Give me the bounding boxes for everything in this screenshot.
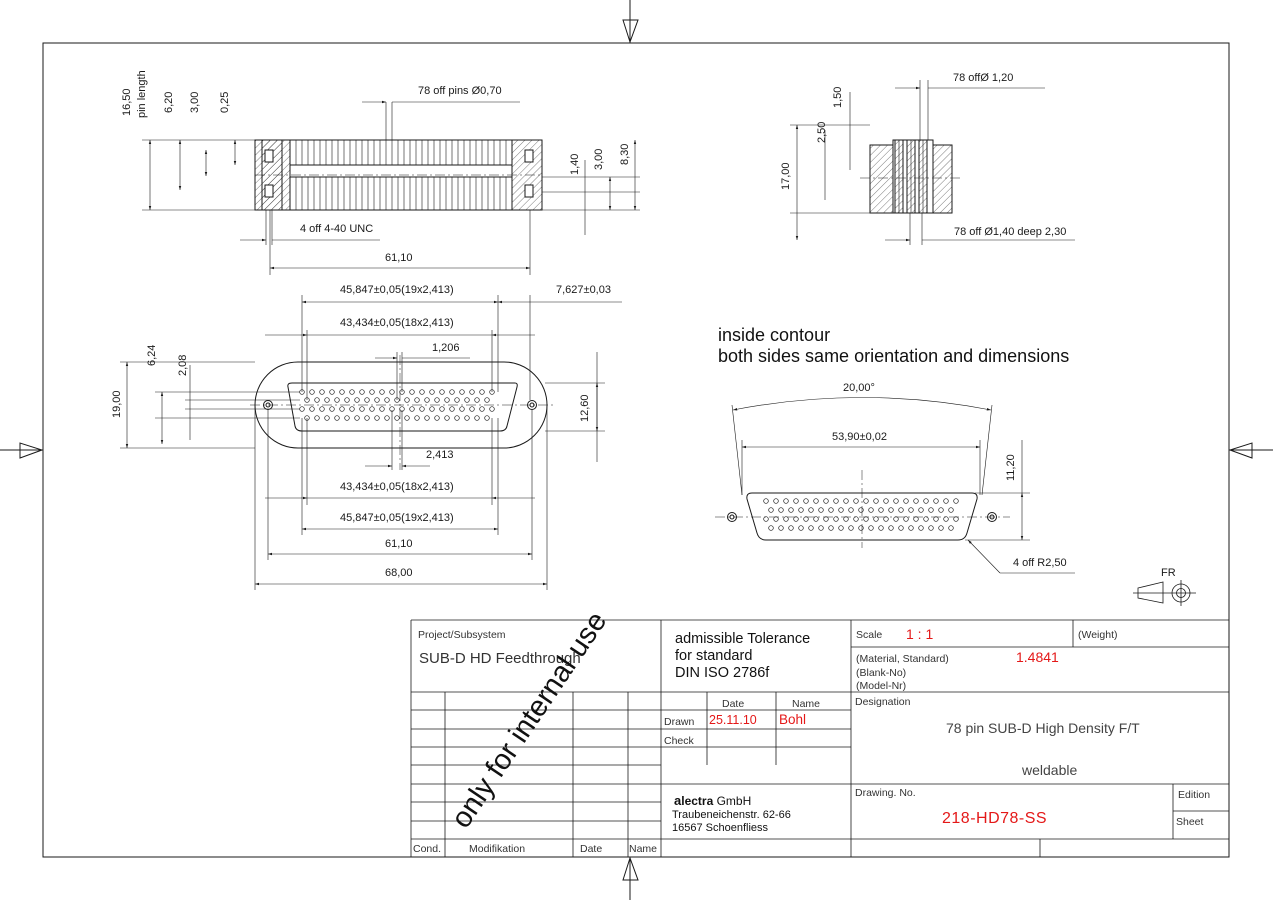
offset: 7,627±0,03	[556, 284, 611, 296]
dim-208: 2,08	[177, 355, 189, 376]
dim-1700: 17,00	[780, 162, 792, 190]
pin-pitch: 2,413	[426, 449, 454, 461]
top-view-labels: 78 off pins Ø0,70 16,50 pin length 6,20 …	[121, 70, 631, 264]
title-block-grid	[410, 619, 1229, 857]
dim-620: 6,20	[163, 92, 175, 113]
pin-length-value: 16,50	[121, 88, 133, 116]
overall-width: 68,00	[385, 567, 413, 579]
designation-sub: weldable	[1021, 762, 1077, 778]
name-header: Name	[792, 698, 820, 710]
dim-830: 8,30	[619, 144, 631, 165]
side-view	[790, 80, 1075, 245]
row-pitch: 1,206	[432, 342, 460, 354]
modifikation-label: Modifikation	[469, 843, 525, 855]
pitch18-bottom: 43,434±0,05(18x2,413)	[340, 481, 454, 493]
pitch19-top: 45,847±0,05(19x2,413)	[340, 284, 454, 296]
company-name: alectra GmbH	[674, 793, 751, 808]
dim-150: 1,50	[832, 87, 844, 108]
sheet-label: Sheet	[1176, 816, 1204, 828]
thread-label: 4 off 4-40 UNC	[300, 223, 373, 235]
designation-value: 78 pin SUB-D High Density F/T	[946, 720, 1140, 736]
address-line2: 16567 Schoenfliess	[672, 822, 769, 834]
shell-height: 12,60	[579, 394, 591, 422]
date-header: Date	[722, 698, 744, 710]
drawn-label: Drawn	[664, 716, 695, 728]
blank-label: (Blank-No)	[856, 667, 906, 679]
drawn-date: 25.11.10	[709, 713, 757, 727]
dim-300: 3,00	[189, 92, 201, 113]
side-holes-label: 78 off Ø1,40 deep 2,30	[954, 226, 1066, 238]
model-label: (Model-Nr)	[856, 680, 906, 692]
drawing-no-value: 218-HD78-SS	[942, 810, 1047, 827]
front-view-labels: 45,847±0,05(19x2,413) 7,627±0,03 43,434±…	[111, 284, 611, 579]
edition-label: Edition	[1178, 789, 1210, 801]
scale-label: Scale	[856, 629, 882, 641]
weight-label: (Weight)	[1078, 629, 1117, 641]
drawn-name: Bohl	[779, 712, 806, 727]
dim-250: 2,50	[816, 122, 828, 143]
drawing-no-label: Drawing. No.	[855, 787, 916, 799]
title-block-text: Project/Subsystem SUB-D HD Feedthrough a…	[413, 626, 1210, 855]
contour-note-line1: inside contour	[718, 325, 830, 345]
top-view	[142, 100, 640, 275]
front-height: 19,00	[111, 390, 123, 418]
date-label: Date	[580, 843, 602, 855]
dim-140: 1,40	[569, 154, 581, 175]
company-suffix: GmbH	[713, 794, 751, 808]
top-width: 61,10	[385, 252, 413, 264]
contour-radius: 4 off R2,50	[1013, 557, 1067, 569]
scale-value: 1 : 1	[906, 626, 933, 642]
pin-length-label: pin length	[136, 70, 148, 118]
pitch19-bottom: 45,847±0,05(19x2,413)	[340, 512, 454, 524]
pitch18-top: 43,434±0,05(18x2,413)	[340, 317, 454, 329]
contour-width: 53,90±0,02	[832, 431, 887, 443]
tolerance-line2: for standard	[675, 648, 752, 664]
contour-angle: 20,00°	[843, 382, 875, 394]
front-view	[120, 295, 622, 590]
contour-height: 11,20	[1005, 454, 1017, 481]
tolerance-line1: admissible Tolerance	[675, 631, 810, 647]
check-label: Check	[664, 735, 695, 747]
material-value: 1.4841	[1016, 649, 1059, 665]
pins-label: 78 off pins Ø0,70	[418, 85, 502, 97]
dim-624: 6,24	[146, 345, 158, 366]
project-label: Project/Subsystem	[418, 629, 506, 641]
address-line1: Traubeneichenstr. 62-66	[672, 809, 791, 821]
tolerance-line3: DIN ISO 2786f	[675, 665, 770, 681]
dim-300b: 3,00	[593, 149, 605, 170]
projection-symbol	[1133, 580, 1196, 606]
designation-label: Designation	[855, 696, 911, 708]
dim-025: 0,25	[219, 92, 231, 113]
company-logo-a: a	[674, 793, 682, 808]
cond-label: Cond.	[413, 843, 441, 855]
side-pins-label: 78 offØ 1,20	[953, 72, 1013, 84]
project-value: SUB-D HD Feedthrough	[419, 650, 581, 667]
contour-view	[715, 397, 1075, 574]
name-label: Name	[629, 843, 657, 855]
contour-note: inside contour both sides same orientati…	[718, 325, 1069, 366]
company-logo-rest: lectra	[681, 794, 713, 808]
front-width: 61,10	[385, 538, 413, 550]
material-label: (Material, Standard)	[856, 653, 949, 665]
side-view-labels: 78 offØ 1,20 1,50 2,50 17,00 78 off Ø1,4…	[780, 72, 1066, 238]
contour-note-line2: both sides same orientation and dimensio…	[718, 346, 1069, 366]
projection-label: FR	[1161, 567, 1176, 579]
contour-view-labels: 20,00° 53,90±0,02 11,20 4 off R2,50	[832, 382, 1067, 569]
